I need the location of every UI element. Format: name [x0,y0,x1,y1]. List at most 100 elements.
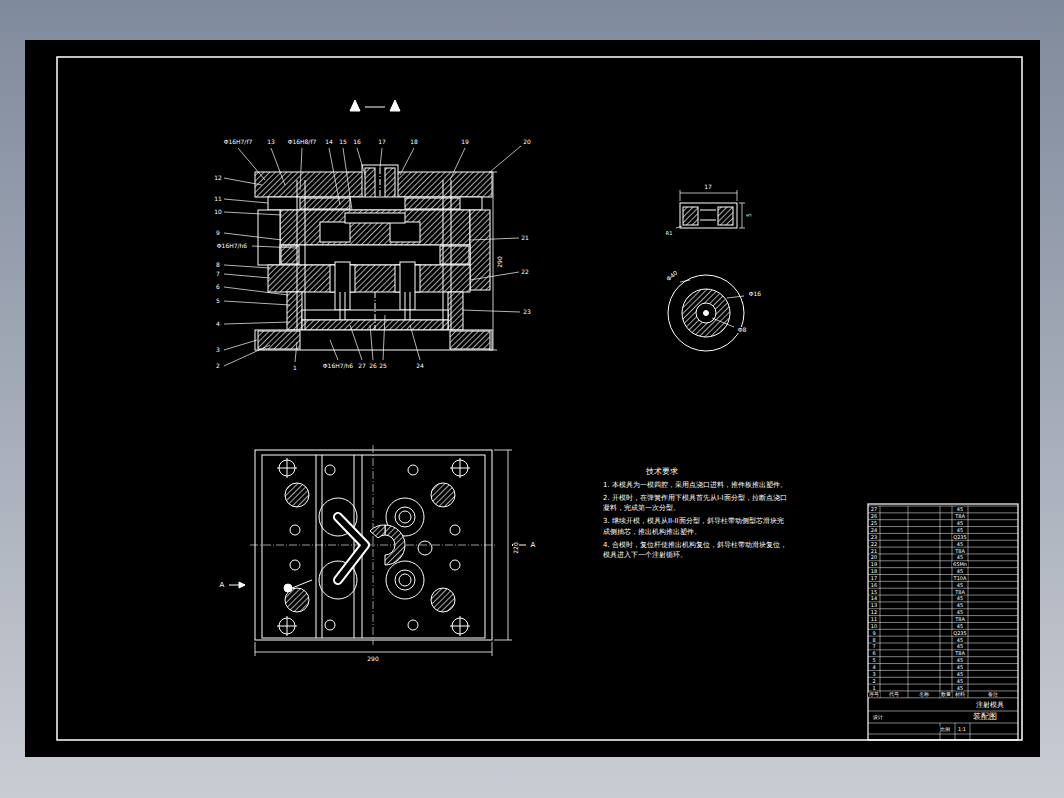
table-cell: 45 [956,637,964,642]
section-view [410,292,411,320]
plan-view [450,616,470,636]
dimension-line [489,350,497,351]
plan-view [338,517,365,580]
table-cell: 13 [870,603,878,608]
table-cell: 22 [870,541,878,546]
leader-line [224,345,270,366]
section-view [385,168,395,200]
plan-view [450,525,460,535]
section-view [443,180,444,330]
leader-line [370,325,373,360]
part-detail [739,228,745,229]
section-mark [390,100,400,111]
dimension: 290 [366,656,379,662]
table-cell: 45 [956,644,964,649]
leader-line [224,233,282,240]
table-cell: 16 [870,582,878,587]
leader-line [224,340,257,350]
table-cell: 8 [871,637,876,642]
table-cell: 4 [871,664,876,669]
callout-number: 1 [292,365,298,371]
leader-line [224,287,288,295]
leader-lines [224,146,521,366]
dimension: 220 [513,541,519,554]
section-letter: A [219,582,226,589]
parts-table [868,506,1018,507]
section-view [451,180,452,330]
part-detail [680,280,690,282]
dimension-line [255,642,256,656]
parts-table [868,734,1018,735]
section-view [400,262,415,310]
leader-line [295,342,297,362]
part-detail [700,210,716,211]
dimension-line [489,172,497,350]
parts-table [868,629,1018,630]
sheet-frame [25,40,1040,757]
table-cell: 25 [870,521,878,526]
table-cell: 12 [870,610,878,615]
parts-table [868,574,1018,575]
table-cell: 15 [870,589,878,594]
leader-line [329,148,340,205]
table-cell: 45 [956,671,964,676]
plan-view [450,560,460,570]
dimension: Φ8 [737,327,748,333]
callout-number: 14 [324,139,334,145]
leader-line [238,148,265,180]
section-view [258,331,300,349]
section-view [405,198,460,209]
parts-table [940,506,941,698]
title-text: 比例 [939,727,951,732]
table-cell: 45 [956,521,964,526]
table-cell: 26 [870,514,878,519]
callout-number: 8 [215,262,221,268]
table-cell: 9 [871,630,876,635]
leader-line [330,340,338,360]
part-detail [680,190,681,201]
callout-number: 2 [215,363,221,369]
parts-table [868,504,1018,740]
plan-view [399,574,411,586]
section-view [448,292,463,330]
leader-line [380,148,382,168]
table-cell: 2 [871,678,876,683]
leader-line [224,322,290,324]
callout-number: 15 [338,139,348,145]
fit-dimension: Φ16H7/f7 [223,139,254,145]
leader-line [470,238,519,240]
callout-number: 5 [215,298,221,304]
title-text: 设计 [872,715,884,720]
table-cell: 45 [956,678,964,683]
parts-table [868,649,1018,650]
leader-line [400,148,414,175]
table-cell: 45 [956,569,964,574]
plan-view [285,483,309,507]
leader-line [462,310,520,312]
table-cell: 11 [870,617,878,622]
section-view [440,246,469,264]
table-cell: 45 [956,555,964,560]
dimension: 290 [497,255,503,268]
plan-view [370,525,385,538]
callout-number: 10 [213,209,223,215]
table-cell: 45 [956,664,964,669]
plan-view [408,620,418,630]
plan-view [418,541,432,555]
section-view [281,246,299,264]
part-detail [712,318,734,327]
parts-table [868,684,1018,685]
section-letter: A [530,542,537,549]
table-cell: 6 [871,651,876,656]
note-text: 1. 本模具为一模四腔，采用点浇口进料，推件板推出塑件。 [603,480,787,490]
plan-view [450,458,470,478]
plan-view [431,588,455,612]
callout-number: 7 [215,271,221,277]
plan-view [262,455,485,638]
callout-number: 19 [460,139,470,145]
leader-line [490,146,521,172]
leader-line [271,148,285,185]
parts-table [868,504,1018,740]
note-text: 3. 继续开模，模具从II-II面分型，斜导柱带动侧型芯滑块完成侧抽芯，推出机构… [603,516,787,536]
leader-line [383,315,385,360]
